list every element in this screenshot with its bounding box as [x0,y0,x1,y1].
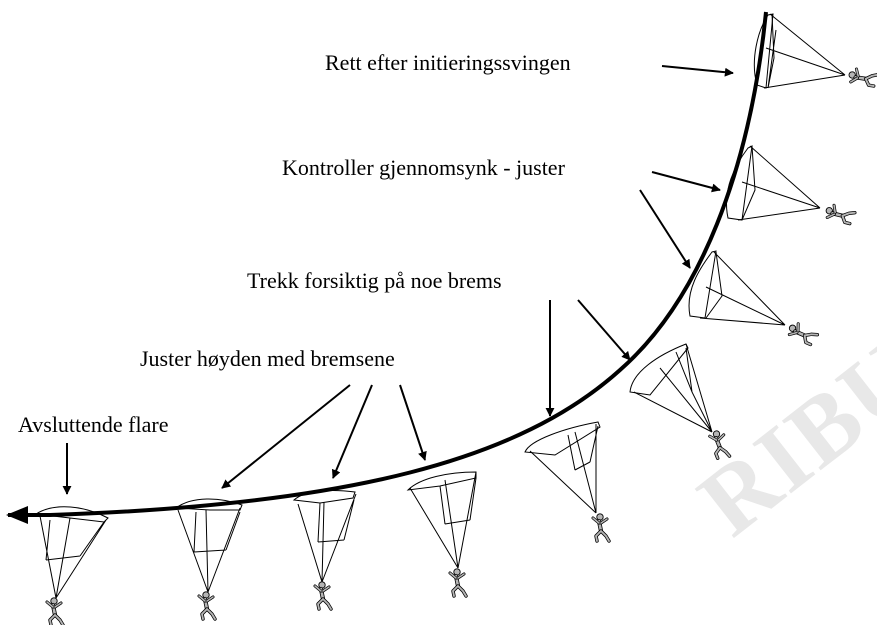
skydiver-figure-6 [450,569,466,596]
skydiver-figure-8 [199,592,215,619]
canopy-final-flare [36,507,108,625]
label-pull-brakes: Trekk forsiktig på noe brems [247,270,502,292]
skydiver-figure-2 [823,201,854,227]
canopy-pull-brakes-1 [689,251,817,348]
canopy-after-initiation-turn [754,14,877,90]
skydiver-figure-7 [315,582,331,609]
arrow-adjust-height-3 [400,385,425,460]
arrow-adjust-height-2 [333,385,372,478]
label-control-descent: Kontroller gjennomsynk - juster [282,157,565,179]
arrow-control-descent-2 [640,190,690,268]
skydiver-figure-1 [847,65,877,89]
skydiver-figure-5 [593,514,609,541]
flight-path-arrowhead [6,506,28,524]
canopy-pull-brakes-3 [525,422,609,541]
canopy-control-descent [726,146,854,227]
arrow-after-initiation-turn [662,66,733,73]
flight-path-curve [8,12,766,515]
canopy-adjust-height-2 [294,491,356,609]
canopy-adjust-height-1 [408,472,476,596]
label-after-initiation-turn: Rett efter initieringssvingen [325,52,571,74]
arrow-control-descent-1 [652,172,720,190]
arrow-adjust-height-1 [222,385,350,488]
label-adjust-height: Juster høyden med bremsene [140,348,395,370]
label-final-flare: Avsluttende flare [18,414,168,436]
arrow-pull-brakes-2 [578,300,630,360]
skydiver-figure-9 [47,598,63,625]
canopy-adjust-height-3 [176,499,242,619]
skydiver-figure-3 [786,319,817,348]
